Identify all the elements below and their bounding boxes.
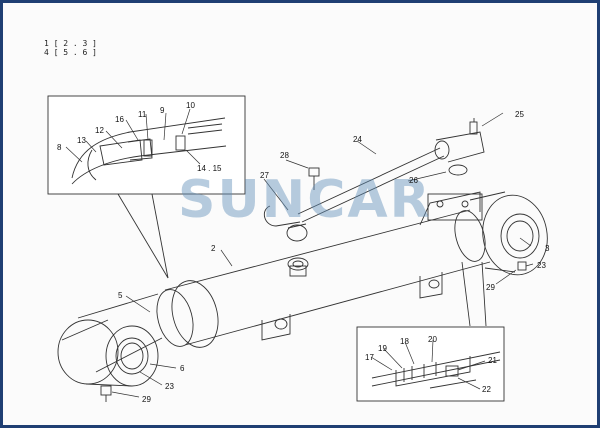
- callout-29-right: 29: [486, 283, 495, 292]
- callout-9: 9: [160, 106, 165, 115]
- callout-6: 6: [180, 364, 185, 373]
- seal-detail-parts: [71, 117, 227, 185]
- callout-19: 19: [378, 344, 387, 353]
- inset-leader-line-4: [481, 261, 487, 327]
- callout-24: 24: [353, 135, 362, 144]
- callout-28: 28: [280, 151, 289, 160]
- inset-leader-line: [117, 193, 169, 279]
- leader-lines: [65, 108, 534, 398]
- callout-12: 12: [95, 126, 104, 135]
- callout-11: 11: [138, 110, 147, 119]
- callout-29-left: 29: [142, 395, 151, 404]
- callout-8: 8: [57, 143, 62, 152]
- reference-line-1: 1 [ 2 . 3 ]: [44, 39, 97, 48]
- callout-14-15: 14 . 15: [197, 164, 222, 173]
- rod-end: [57, 293, 163, 387]
- callout-13: 13: [77, 136, 86, 145]
- callout-26: 26: [409, 176, 418, 185]
- callout-21: 21: [488, 356, 497, 365]
- callout-23-right: 23: [537, 261, 546, 270]
- inset-leader-line-2: [151, 193, 169, 279]
- callout-20: 20: [428, 335, 437, 344]
- callout-27: 27: [260, 171, 269, 180]
- barrel-ports: [261, 223, 443, 341]
- watermark-text: SUNCAR: [178, 170, 432, 230]
- bottom-detail-parts: [371, 351, 501, 389]
- callout-22: 22: [482, 385, 491, 394]
- reference-line-2: 4 [ 5 . 6 ]: [44, 48, 97, 57]
- seal-detail-inset: [47, 95, 246, 195]
- callout-2: 2: [211, 244, 216, 253]
- callout-23-left: 23: [165, 382, 174, 391]
- reference-codes: 1 [ 2 . 3 ] 4 [ 5 . 6 ]: [44, 39, 97, 57]
- callout-3: 3: [545, 244, 550, 253]
- callout-25: 25: [515, 110, 524, 119]
- callout-5: 5: [118, 291, 123, 300]
- inset-leader-line-3: [461, 261, 471, 327]
- callout-17: 17: [365, 353, 374, 362]
- callout-10: 10: [186, 101, 195, 110]
- callout-16: 16: [115, 115, 124, 124]
- pipe-assembly: [263, 118, 485, 227]
- cylinder-barrel: [156, 191, 491, 348]
- callout-labels: 8 13 12 16 11 9 10 14 . 15 2 5 6 23 29 2…: [57, 101, 550, 404]
- bottom-clevis: [427, 191, 548, 276]
- callout-18: 18: [400, 337, 409, 346]
